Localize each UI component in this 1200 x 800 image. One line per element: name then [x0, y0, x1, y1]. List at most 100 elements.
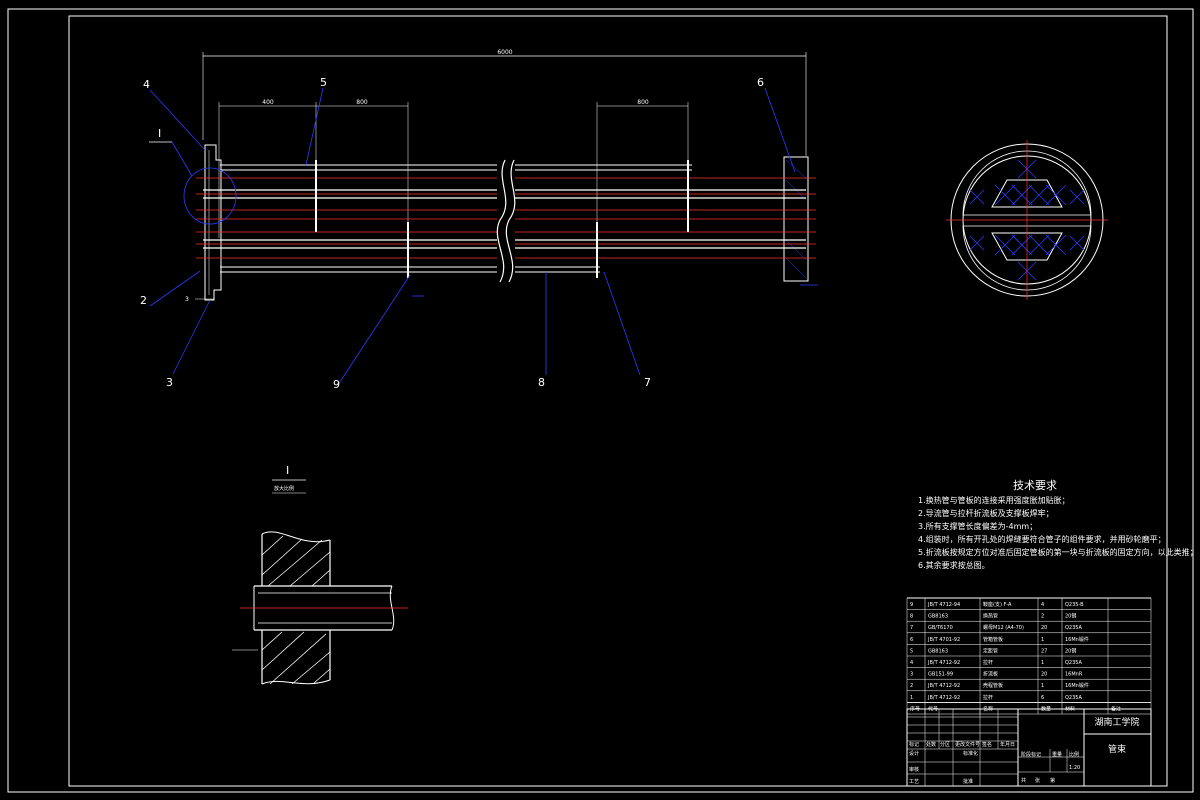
bom-cell: 20钢 [1065, 647, 1076, 654]
tb-school: 湖南工学院 [1094, 716, 1139, 728]
detail-scale: 放大比例 [274, 485, 294, 492]
left-tubesheet [204, 144, 222, 301]
tb-process: 工艺 [909, 779, 919, 785]
bom-cell: 20钢 [1065, 613, 1076, 620]
break-line-top [261, 531, 331, 543]
bom-cell: 5 [910, 648, 913, 654]
bom-cell: 管箱管板 [983, 636, 1003, 643]
bom-cell: 16MnR [1065, 672, 1083, 678]
break-symbol [496, 159, 507, 283]
tube-bundle-view: 6000 400 800 800 [140, 49, 818, 391]
part-label-6: 6 [757, 76, 764, 89]
bom-cell: JB/T 4712-92 [927, 695, 960, 701]
leader-4 [149, 89, 206, 151]
dim-seg-a: 400 [262, 99, 274, 106]
leader-3 [172, 299, 211, 375]
bom-cell: 16Mn锻件 [1065, 682, 1089, 689]
bom-cell: 20 [1041, 625, 1047, 631]
baffle-lower-half [962, 225, 1092, 291]
leader-6 [764, 87, 796, 173]
part-label-8: 8 [538, 376, 545, 389]
tube-pattern-lower [969, 234, 1085, 281]
bom-cell: 7 [910, 625, 913, 631]
tb-stage-label: 阶段标记 [1021, 751, 1041, 758]
bom-cell: 2 [910, 683, 913, 689]
tech-item: 6.其余要求按总图。 [918, 560, 990, 570]
bom-cell: 定距管 [983, 647, 998, 654]
tb-count: 处数 [926, 741, 936, 748]
bom-cell: 1 [910, 695, 913, 701]
tb-approve: 批准 [963, 778, 973, 785]
tb-ratio: 比例 [1069, 751, 1079, 758]
part-label-5: 5 [320, 76, 327, 89]
detail-view-I: I 放大比例 [232, 464, 408, 685]
tube-window-lower [991, 232, 1063, 261]
bom-cell: 换热管 [983, 613, 998, 620]
title-block-frame [906, 708, 1152, 787]
tech-item: 5.折流板按规定方位对准后固定管板的第一块与折流板的固定方向，以此类推； [918, 547, 1198, 557]
bom-cell: 1 [1041, 660, 1044, 666]
tb-ratio-value: 1:20 [1069, 765, 1080, 771]
bom-cell: 鞍座(支) F-A [983, 601, 1012, 608]
bom-cell: GB/T6170 [928, 625, 953, 631]
bom-cell: 6 [910, 637, 913, 643]
tubesheet-hatch [785, 159, 807, 179]
bom-cell: Q235A [1065, 625, 1082, 631]
tb-mark: 标记 [909, 741, 919, 748]
inner-frame [68, 15, 1168, 787]
dim-overall: 6000 [497, 49, 512, 56]
bom-cell: JB/T 4712-92 [927, 683, 960, 689]
leader-2 [149, 270, 201, 307]
section-hatch [261, 535, 331, 685]
bom-cell: JB/T 4701-92 [927, 637, 960, 643]
bom-cell: 6 [1041, 695, 1044, 701]
baffle-section-view [946, 140, 1108, 300]
bom-cell: Q235A [1065, 660, 1082, 666]
dim-seg-b: 800 [356, 99, 368, 106]
tb-zone: 分区 [940, 741, 950, 748]
bom-cell: 16Mn锻件 [1065, 636, 1089, 643]
tubesheet-hatch [785, 257, 807, 279]
bom-cell: 拉杆 [983, 694, 993, 701]
break-symbol [505, 159, 516, 283]
bom-cell: 螺母M12 (A4-70) [983, 624, 1024, 631]
tech-title: 技术要求 [1013, 479, 1057, 492]
bom-cell: GB8163 [928, 648, 948, 654]
bom-cell: 3 [910, 672, 913, 678]
part-label-9: 9 [333, 378, 340, 391]
detail-marker-label: I [158, 127, 161, 140]
tb-standardization: 标准化 [963, 750, 978, 757]
leader-5 [305, 87, 324, 166]
bom-cell: Q235-B [1065, 602, 1084, 608]
bom-cell: GB151-99 [928, 672, 953, 678]
tech-item: 3.所有支撑管长度偏差为-4mm； [918, 521, 1037, 531]
bom-cell: 9 [910, 602, 913, 608]
tb-sheet: 张 [1035, 777, 1040, 784]
tube-window-upper [991, 179, 1063, 208]
tb-weight: 重量 [1052, 751, 1062, 758]
bom-cell: 27 [1041, 648, 1047, 654]
tech-item: 2.导流管与拉杆折流板及支撑板焊牢； [918, 508, 1054, 518]
part-label-2: 2 [140, 294, 147, 307]
leader-7 [603, 271, 641, 376]
bom-cell: 4 [910, 660, 913, 666]
bom-cell: GB8163 [928, 614, 948, 620]
tb-drawing-name: 管束 [1108, 743, 1126, 755]
tb-designer: 设计 [909, 750, 919, 757]
technical-requirements: 技术要求 1.换热管与管板的连接采用强度胀加贴胀； 2.导流管与拉杆折流板及支撑… [918, 479, 1198, 570]
bom-cell: 折流板 [983, 671, 998, 678]
detail-leader [171, 141, 193, 177]
tb-total: 共 [1021, 777, 1026, 784]
tb-nth: 第 [1050, 777, 1055, 784]
bom-cell: 1 [1041, 683, 1044, 689]
detail-title: I [286, 464, 289, 477]
part-label-3: 3 [166, 376, 173, 389]
tb-signature: 签名 [982, 741, 992, 748]
bom-cell: 2 [1041, 614, 1044, 620]
part-label-4: 4 [143, 78, 150, 91]
baffle-upper-half [962, 150, 1092, 216]
bom-cell: 1 [1041, 637, 1044, 643]
dim-small: 3 [185, 296, 189, 303]
bom-cell: JB/T 4712-94 [927, 602, 960, 608]
